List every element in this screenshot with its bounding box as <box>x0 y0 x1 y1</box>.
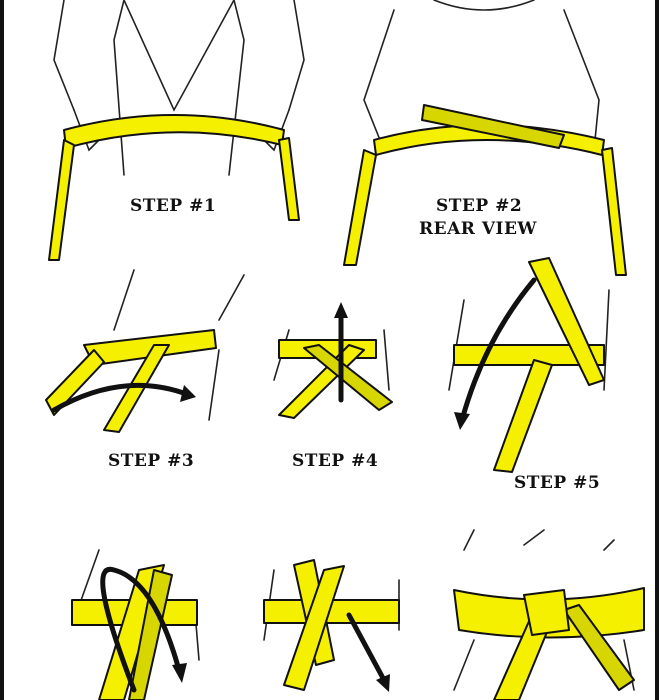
step-5-label: STEP #5 <box>514 473 601 493</box>
step-2-illustration <box>343 0 627 276</box>
illustration <box>45 0 645 700</box>
step-2-sublabel: REAR VIEW <box>419 219 538 239</box>
step-1-label: STEP #1 <box>130 196 217 216</box>
step-1-illustration <box>48 0 305 261</box>
step-3-illustration <box>45 269 245 433</box>
step-8-illustration <box>453 529 645 700</box>
step-4-illustration <box>273 302 393 419</box>
step-3-label: STEP #3 <box>108 451 195 471</box>
step-2-label: STEP #2 <box>436 196 523 216</box>
step-6-illustration <box>71 549 200 700</box>
step-4-label: STEP #4 <box>292 451 379 471</box>
step-5-illustration <box>448 257 610 473</box>
step-7-illustration <box>263 559 400 692</box>
